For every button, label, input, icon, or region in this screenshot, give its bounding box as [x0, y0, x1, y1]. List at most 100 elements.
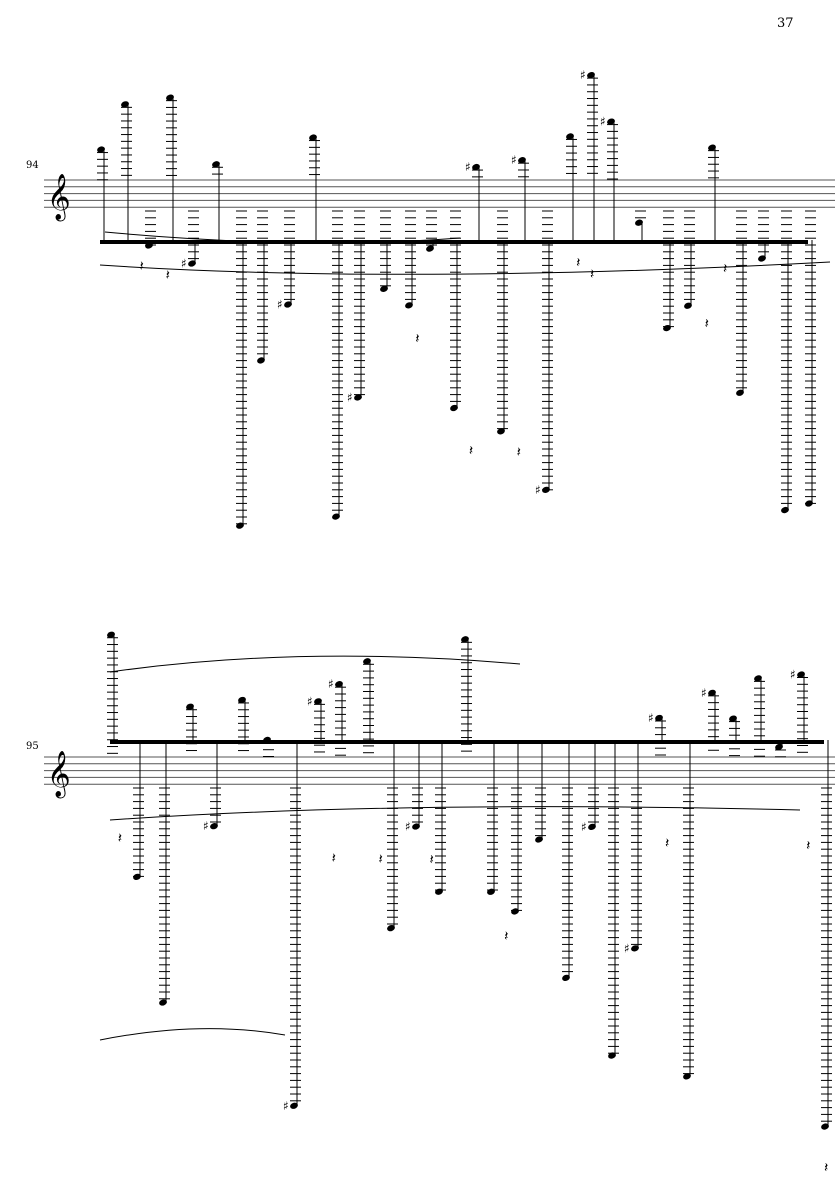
notehead [775, 743, 783, 751]
notehead [655, 714, 663, 722]
notehead [332, 513, 340, 520]
rest-icon: 𝄽 [166, 268, 170, 284]
notehead [435, 888, 443, 895]
rest-icon: 𝄽 [139, 259, 143, 275]
notehead [121, 101, 129, 108]
notehead [145, 242, 153, 249]
rest-icon: 𝄽 [517, 444, 521, 460]
rest-icon: 𝄽 [332, 851, 336, 867]
notehead [663, 324, 671, 332]
notehead [238, 696, 246, 704]
rest-icon: 𝄽 [469, 443, 473, 459]
notehead [566, 133, 574, 140]
notehead [729, 715, 737, 722]
sharp-icon: ♯ [581, 820, 587, 834]
rest-icon: 𝄽 [379, 852, 383, 868]
sharp-icon: ♯ [580, 68, 586, 82]
sharp-icon: ♯ [181, 257, 187, 271]
sharp-icon: ♯ [465, 160, 471, 174]
notehead [542, 486, 550, 493]
notehead [472, 163, 480, 171]
notehead [380, 285, 388, 292]
notehead [387, 924, 395, 932]
measure-number-95: 95 [26, 741, 39, 752]
notehead [608, 1052, 616, 1059]
rest-icon: 𝄽 [665, 835, 669, 851]
slur [99, 1028, 286, 1041]
beam [110, 740, 824, 744]
notehead [133, 873, 141, 880]
sharp-icon: ♯ [535, 483, 541, 497]
notehead [635, 219, 643, 226]
notehead [797, 671, 805, 678]
sharp-icon: ♯ [283, 1099, 289, 1113]
measure-number-94: 94 [26, 160, 39, 171]
notehead [821, 1123, 829, 1130]
notehead [781, 506, 789, 514]
notehead [166, 94, 174, 101]
notehead [461, 636, 469, 643]
notehead [107, 631, 115, 638]
sharp-icon: ♯ [307, 694, 313, 708]
rest-icon: 𝄽 [429, 852, 433, 868]
sharp-icon: ♯ [790, 668, 796, 682]
rest-icon: 𝄽 [723, 261, 727, 277]
notehead [805, 500, 813, 507]
slur [109, 806, 801, 821]
rest-icon: 𝄽 [576, 255, 580, 271]
notehead [607, 118, 615, 125]
notehead [450, 404, 458, 412]
rest-icon: 𝄽 [118, 831, 122, 847]
notehead [354, 394, 362, 401]
treble-clef-icon: 𝄞 [47, 751, 71, 799]
notehead [754, 675, 762, 682]
sharp-icon: ♯ [347, 390, 353, 404]
notehead [186, 703, 194, 710]
sharp-icon: ♯ [328, 677, 334, 691]
notehead [314, 698, 322, 705]
notehead [511, 908, 519, 915]
notehead [363, 658, 371, 665]
notehead [412, 823, 420, 830]
notehead [236, 522, 244, 529]
rest-icon: 𝄽 [415, 331, 419, 347]
notehead [212, 161, 220, 168]
notehead [335, 681, 343, 688]
notehead [97, 146, 105, 153]
beam [100, 240, 808, 244]
notehead [587, 72, 595, 79]
notehead [487, 888, 495, 895]
rest-icon: 𝄽 [504, 929, 508, 945]
sharp-icon: ♯ [511, 153, 517, 167]
notehead [159, 999, 167, 1006]
notehead [290, 1102, 298, 1109]
notehead [284, 301, 292, 308]
notehead [188, 260, 196, 267]
sharp-icon: ♯ [701, 686, 707, 700]
notehead [405, 302, 413, 309]
notehead [562, 974, 570, 981]
notehead [708, 144, 716, 151]
rest-icon: 𝄽 [824, 1160, 828, 1176]
notehead [631, 945, 639, 952]
notehead [426, 245, 434, 252]
notehead [588, 823, 596, 831]
notehead [257, 357, 265, 364]
page-number: 37 [777, 16, 794, 31]
sharp-icon: ♯ [277, 297, 283, 311]
notehead [535, 836, 543, 843]
slur [99, 261, 831, 275]
notehead [736, 389, 744, 396]
notehead [758, 255, 766, 262]
notehead [684, 302, 692, 309]
treble-clef-icon: 𝄞 [47, 174, 71, 222]
rest-icon: 𝄽 [806, 838, 810, 854]
sharp-icon: ♯ [624, 941, 630, 955]
notehead [497, 428, 505, 435]
slur [109, 655, 521, 673]
slur [104, 231, 461, 244]
rest-icon: 𝄽 [590, 267, 594, 283]
notehead [263, 736, 271, 744]
sharp-icon: ♯ [648, 711, 654, 725]
